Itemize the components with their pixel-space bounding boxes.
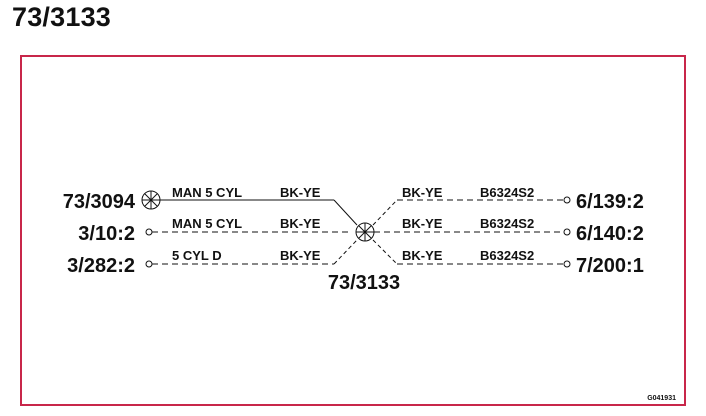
left-wire-color: BK-YE xyxy=(280,216,321,231)
diagram-frame xyxy=(20,55,686,406)
left-connector-label: 3/10:2 xyxy=(78,223,135,245)
left-join-1 xyxy=(333,199,358,226)
right-wire-code: B6324S2 xyxy=(480,185,534,200)
right-wire-code: B6324S2 xyxy=(480,216,534,231)
right-connector-label: 6/139:2 xyxy=(576,191,644,213)
left-connector-label: 73/3094 xyxy=(63,191,136,213)
terminal-icon xyxy=(145,260,153,268)
left-wire-color: BK-YE xyxy=(280,185,321,200)
terminal-icon xyxy=(145,228,153,236)
right-connector-label: 6/140:2 xyxy=(576,223,644,245)
terminal-icon xyxy=(563,228,571,236)
right-join-1 xyxy=(372,199,398,226)
terminal-icon xyxy=(563,196,571,204)
terminal-icon xyxy=(563,260,571,268)
right-wire-color: BK-YE xyxy=(402,185,443,200)
right-wire-code: B6324S2 xyxy=(480,248,534,263)
right-join-3 xyxy=(372,239,398,265)
left-join-3 xyxy=(333,239,358,265)
left-wire-color: BK-YE xyxy=(280,248,321,263)
left-wire-text: 5 CYL D xyxy=(172,248,222,263)
left-wire-text: MAN 5 CYL xyxy=(172,185,242,200)
right-wire-color: BK-YE xyxy=(402,248,443,263)
right-connector-label: 7/200:1 xyxy=(576,255,644,277)
left-wire-text: MAN 5 CYL xyxy=(172,216,242,231)
left-connector-label: 3/282:2 xyxy=(67,255,135,277)
right-wire-color: BK-YE xyxy=(402,216,443,231)
figure-code: G041931 xyxy=(647,395,676,402)
page-title: 73/3133 xyxy=(12,2,111,32)
splice-label: 73/3133 xyxy=(328,272,400,294)
